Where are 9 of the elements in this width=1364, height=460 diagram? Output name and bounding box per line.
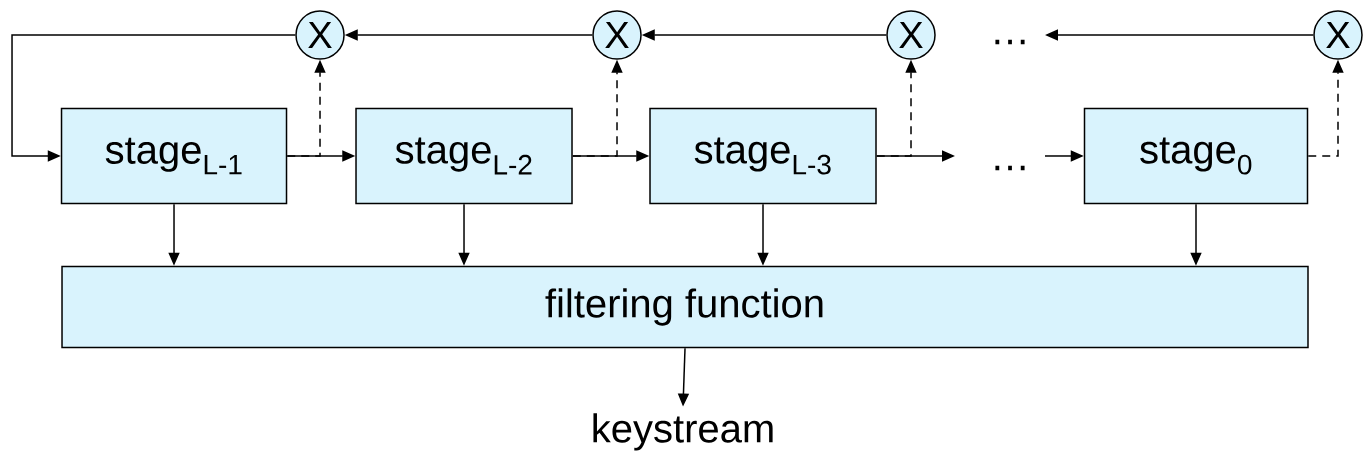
arrow — [11, 34, 296, 162]
stage-box: stage$_{L-1}$ — [60, 107, 288, 205]
ellipsis: … — [995, 165, 1025, 171]
stage-box: stage$_{0}$ — [1083, 107, 1309, 205]
stage-box: stage$_{L-3}$ — [649, 107, 877, 205]
function-box: filtering function — [61, 265, 1309, 349]
ellipsis: … — [995, 39, 1025, 45]
stage-box: stage$_{L-2}$ — [355, 107, 573, 205]
output-text: keystream — [593, 413, 773, 451]
